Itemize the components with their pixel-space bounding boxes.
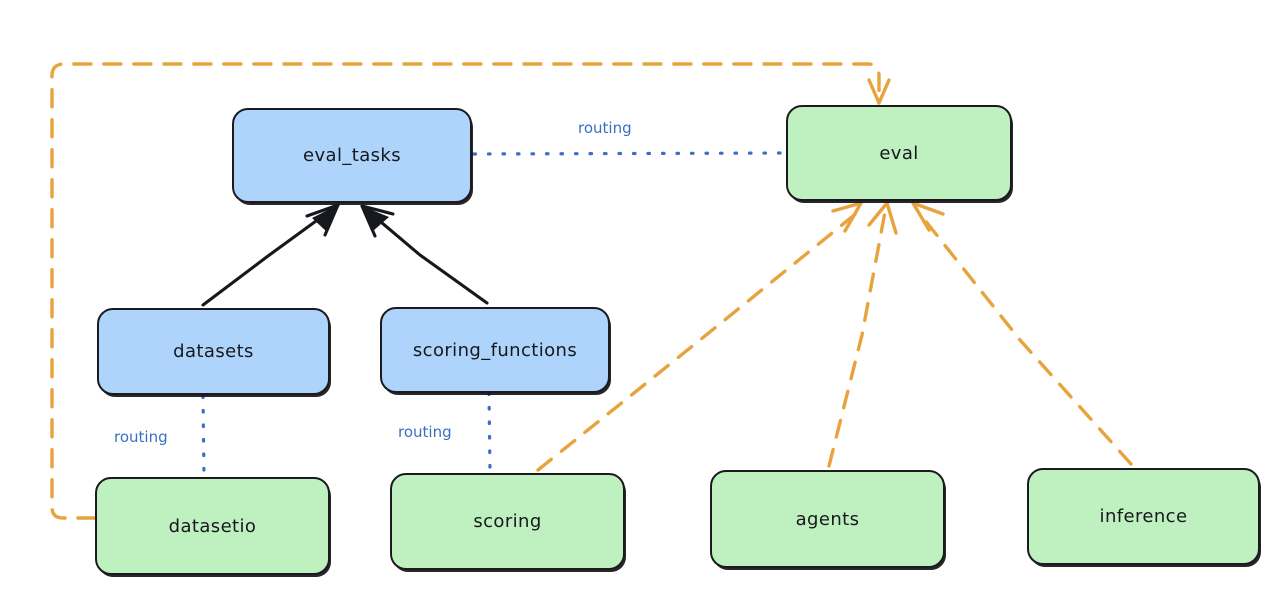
edge-scoring_functions-to-scoring: [487, 391, 492, 475]
node-label: datasets: [173, 341, 254, 362]
edge-label-routing-datasets-datasetio: routing: [114, 428, 168, 446]
node-label: agents: [795, 508, 860, 530]
node-label: eval_tasks: [302, 145, 402, 166]
edge-scoring-to-eval: [536, 201, 863, 472]
node-eval-tasks[interactable]: eval_tasks: [232, 108, 472, 203]
node-label: eval: [879, 142, 919, 164]
node-label: scoring: [473, 511, 542, 532]
node-label: scoring_functions: [412, 339, 578, 361]
edge-datasetio-to-eval: [50, 62, 891, 520]
node-scoring-functions[interactable]: scoring_functions: [380, 307, 610, 393]
edge-label-routing-eval-tasks-eval: routing: [578, 119, 632, 137]
node-inference[interactable]: inference: [1027, 468, 1260, 565]
node-agents[interactable]: agents: [710, 470, 945, 568]
node-label: inference: [1099, 506, 1188, 527]
node-datasets[interactable]: datasets: [97, 308, 330, 395]
node-label: datasetio: [168, 515, 257, 537]
edge-datasets-to-eval_tasks: [201, 203, 340, 307]
edge-scoring_functions-to-eval_tasks: [360, 204, 489, 305]
node-datasetio[interactable]: datasetio: [95, 477, 330, 575]
edge-datasets-to-datasetio: [201, 394, 206, 479]
edge-inference-to-eval: [911, 201, 1133, 466]
edge-agents-to-eval: [827, 201, 898, 468]
edge-eval_tasks-to-eval: [472, 151, 788, 156]
edge-label-routing-scoring-functions-scoring: routing: [398, 423, 452, 441]
node-scoring[interactable]: scoring: [390, 473, 625, 570]
node-eval[interactable]: eval: [786, 105, 1012, 201]
